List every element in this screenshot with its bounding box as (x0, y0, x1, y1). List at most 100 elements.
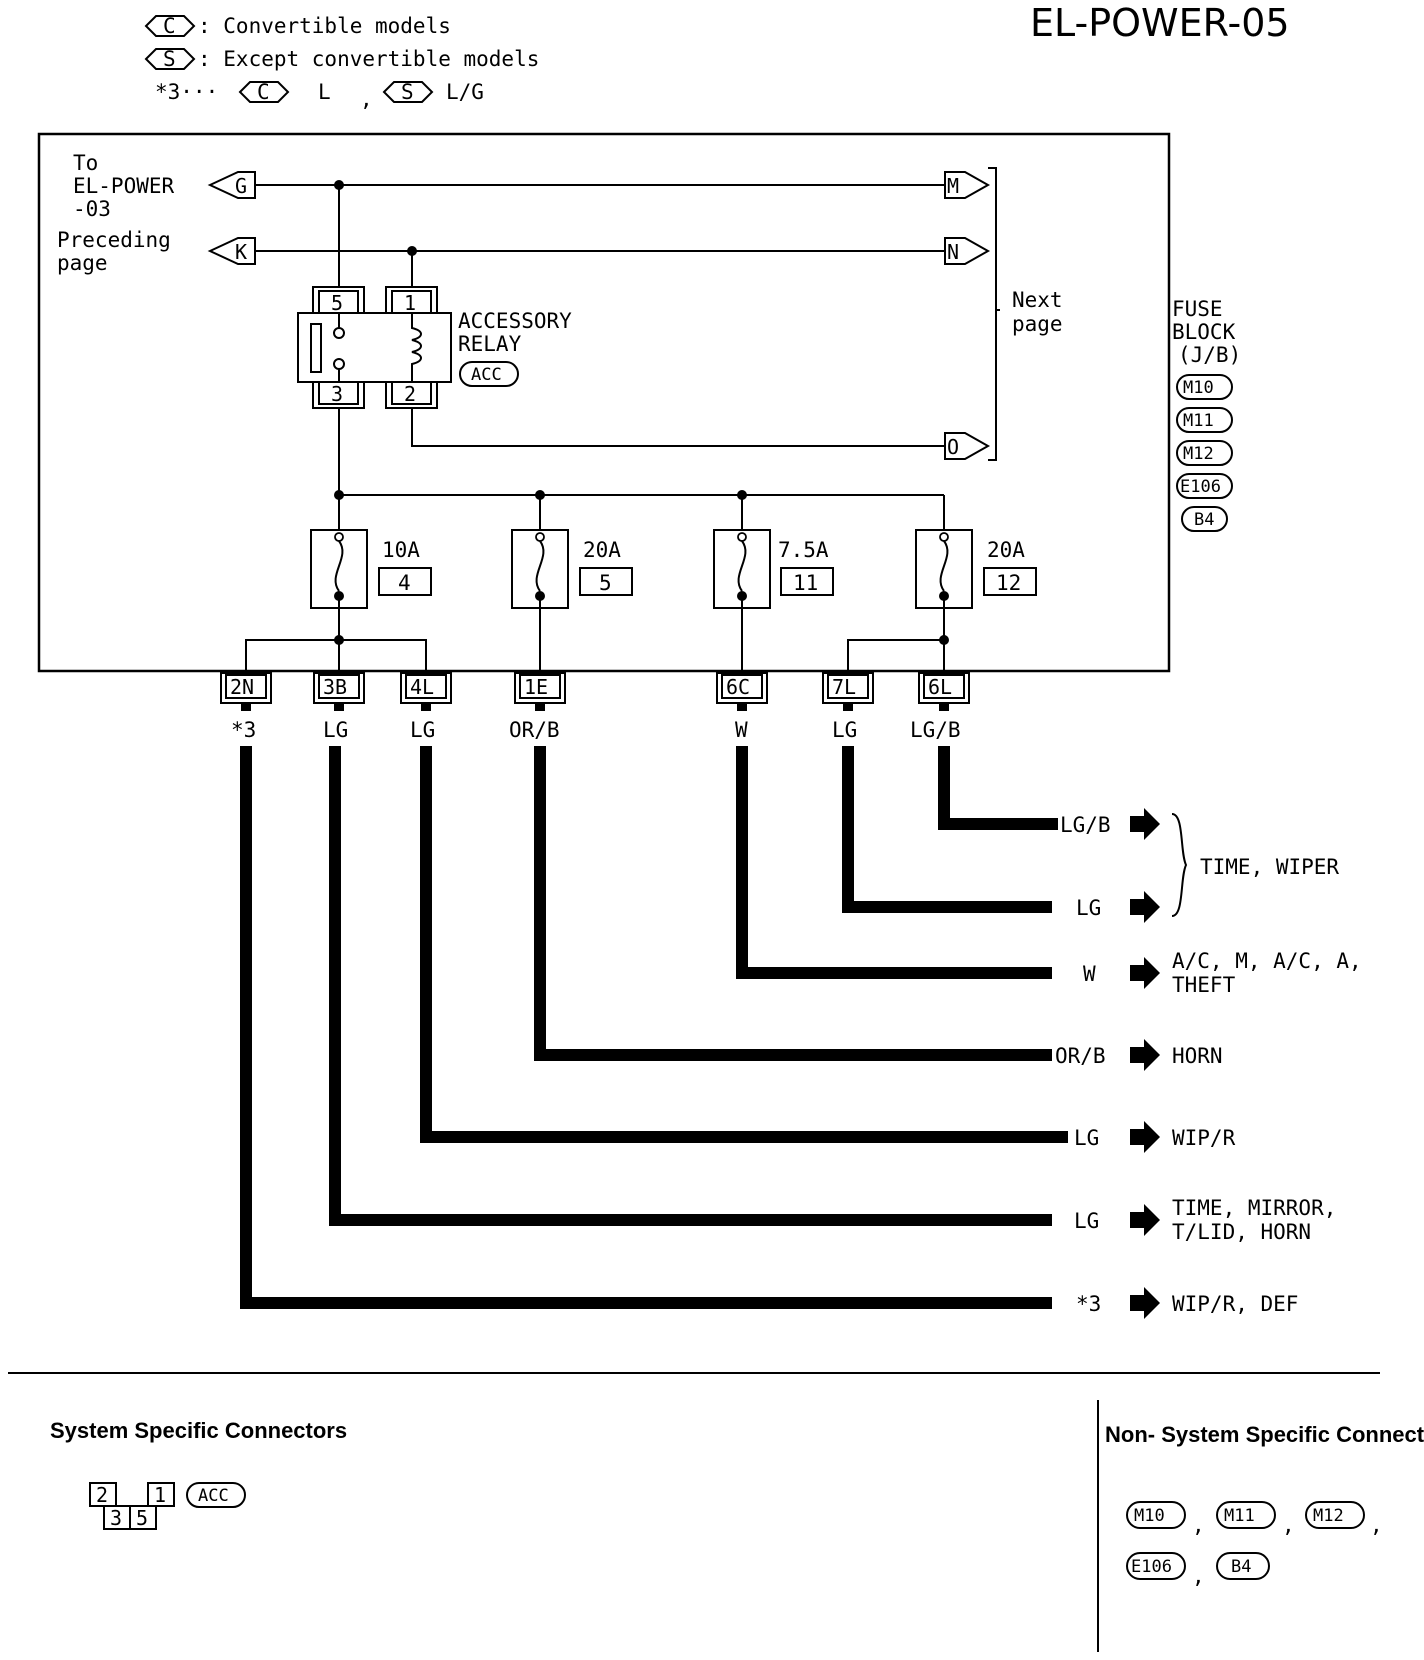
fuse-block-connector-m11: M11 (1176, 407, 1233, 433)
harness-wire-6c (736, 746, 1052, 979)
svg-text:6L: 6L (928, 675, 952, 699)
terminal-6l: 6L LG/B (910, 672, 970, 742)
svg-text:C: C (257, 80, 270, 104)
terminal-2n: 2N *3 (220, 672, 272, 742)
output-destination: WIP/R, DEF (1172, 1292, 1298, 1316)
system-specific-title: System Specific Connectors (50, 1418, 347, 1443)
terminal-wire-color: OR/B (509, 718, 560, 742)
output-wire-color: OR/B (1055, 1044, 1106, 1068)
fuse-number: 5 (599, 571, 612, 595)
svg-text:,: , (1192, 1564, 1205, 1588)
output-row-5: LG WIP/R (1074, 1121, 1236, 1153)
svg-text:M: M (947, 174, 959, 198)
connector-badge-m12: M12 (1305, 1501, 1365, 1529)
svg-text:M12: M12 (1313, 1506, 1344, 1526)
legend-note-prefix: *3··· (155, 80, 218, 104)
terminal-3b: 3B LG (313, 672, 365, 742)
svg-text:ACC: ACC (198, 1486, 229, 1506)
output-wire-color: LG (1074, 1209, 1099, 1233)
right-arrow-icon (1130, 1121, 1160, 1153)
svg-text:K: K (235, 240, 247, 264)
svg-text:E106: E106 (1180, 477, 1221, 497)
output-destination-line2: THEFT (1172, 973, 1236, 997)
right-arrow-icon (1130, 957, 1160, 989)
junction-dot (939, 635, 949, 645)
group-destination: TIME, WIPER (1200, 855, 1339, 879)
output-destination: WIP/R (1172, 1126, 1236, 1150)
fuse-block-label-1: FUSE (1172, 297, 1223, 321)
legend-note-c-color: L (318, 80, 331, 104)
output-destination: TIME, MIRROR, (1172, 1196, 1336, 1220)
harness-wire-7l (842, 746, 1052, 913)
fuse-rating: 10A (382, 538, 420, 562)
output-row-1: LG/B (1060, 808, 1160, 840)
branch-fuse4 (245, 639, 427, 673)
output-wire-color: W (1083, 962, 1096, 986)
page-title: EL-POWER-05 (1030, 1, 1290, 45)
svg-text:O: O (947, 435, 959, 459)
output-row-3: W A/C, M, A/C, A, THEFT (1083, 949, 1362, 997)
terminal-wire-color: LG/B (910, 718, 961, 742)
relay-pin-1: 1 (385, 286, 438, 315)
svg-text:,: , (1192, 1513, 1205, 1537)
relay-contact (333, 327, 345, 339)
junction-dot (334, 635, 344, 645)
right-arrow-icon (1130, 891, 1160, 923)
relay-code-badge: ACC (459, 361, 519, 387)
legend-convertible-desc: : Convertible models (198, 14, 451, 38)
right-arrow-icon (1130, 1204, 1160, 1236)
connector-badge-m10: M10 (1126, 1501, 1186, 1529)
svg-text:6C: 6C (726, 675, 750, 699)
output-wire-color: *3 (1076, 1292, 1101, 1316)
svg-text:E106: E106 (1131, 1557, 1172, 1577)
svg-text:,: , (1370, 1513, 1383, 1537)
connector-flag-n: N (944, 237, 991, 265)
relay-name: ACCESSORY (458, 309, 572, 333)
svg-text:B4: B4 (1231, 1557, 1251, 1577)
right-arrow-icon (1130, 1039, 1160, 1071)
harness-wire-2n (240, 746, 1052, 1309)
fuse-4: 10A 4 (310, 529, 432, 609)
wire-pin2-to-o (411, 408, 945, 447)
next-page-label: Next (1012, 288, 1063, 312)
accessory-relay: 5 1 3 2 (297, 286, 452, 409)
right-arrow-icon (1130, 808, 1160, 840)
branch-fuse12 (847, 639, 944, 673)
legend-note-c-symbol: C (238, 80, 290, 104)
next-page-label-page: page (1012, 312, 1063, 336)
connector-flag-m: M (944, 171, 991, 199)
harness-wire-1e (534, 746, 1052, 1061)
fuse-block-outline (37, 132, 1171, 673)
relay-contact (333, 358, 345, 370)
terminal-1e: 1E OR/B (509, 672, 566, 742)
to-label-page: EL-POWER (73, 174, 175, 198)
harness-wire-3b (329, 746, 1052, 1226)
svg-text:2: 2 (96, 1483, 108, 1507)
fuse-11: 7.5A 11 (713, 529, 834, 609)
svg-text:5: 5 (331, 291, 343, 315)
terminal-4l: 4L LG (400, 672, 452, 742)
right-arrow-icon (1130, 1287, 1160, 1319)
fuse-block-connector-m12: M12 (1176, 440, 1233, 466)
svg-text:3: 3 (331, 382, 343, 406)
legend-convertible-symbol: C (144, 14, 196, 38)
legend-except-symbol: S (144, 47, 196, 71)
terminal-7l: 7L LG (822, 672, 874, 742)
legend-note-s-symbol: S (382, 80, 434, 104)
svg-text:2: 2 (404, 382, 416, 406)
svg-text:1: 1 (404, 291, 416, 315)
relay-name-line2: RELAY (458, 332, 522, 356)
fuse-block-label-2: BLOCK (1172, 320, 1236, 344)
svg-text:ACC: ACC (471, 365, 502, 385)
system-connector-diagram: 2 1 3 5 ACC (89, 1482, 246, 1530)
connector-badge-m11: M11 (1216, 1501, 1276, 1529)
fuse-rating: 20A (583, 538, 621, 562)
svg-text:S: S (163, 47, 176, 71)
fuse-12: 20A 12 (915, 529, 1037, 609)
svg-text:4L: 4L (410, 675, 434, 699)
svg-text:M12: M12 (1183, 444, 1214, 464)
fuse-block-connector-m10: M10 (1176, 374, 1233, 400)
relay-pin-2: 2 (385, 381, 438, 409)
connector-badge-b4: B4 (1216, 1552, 1270, 1580)
non-system-specific-title: Non- System Specific Connectors (1105, 1422, 1424, 1447)
